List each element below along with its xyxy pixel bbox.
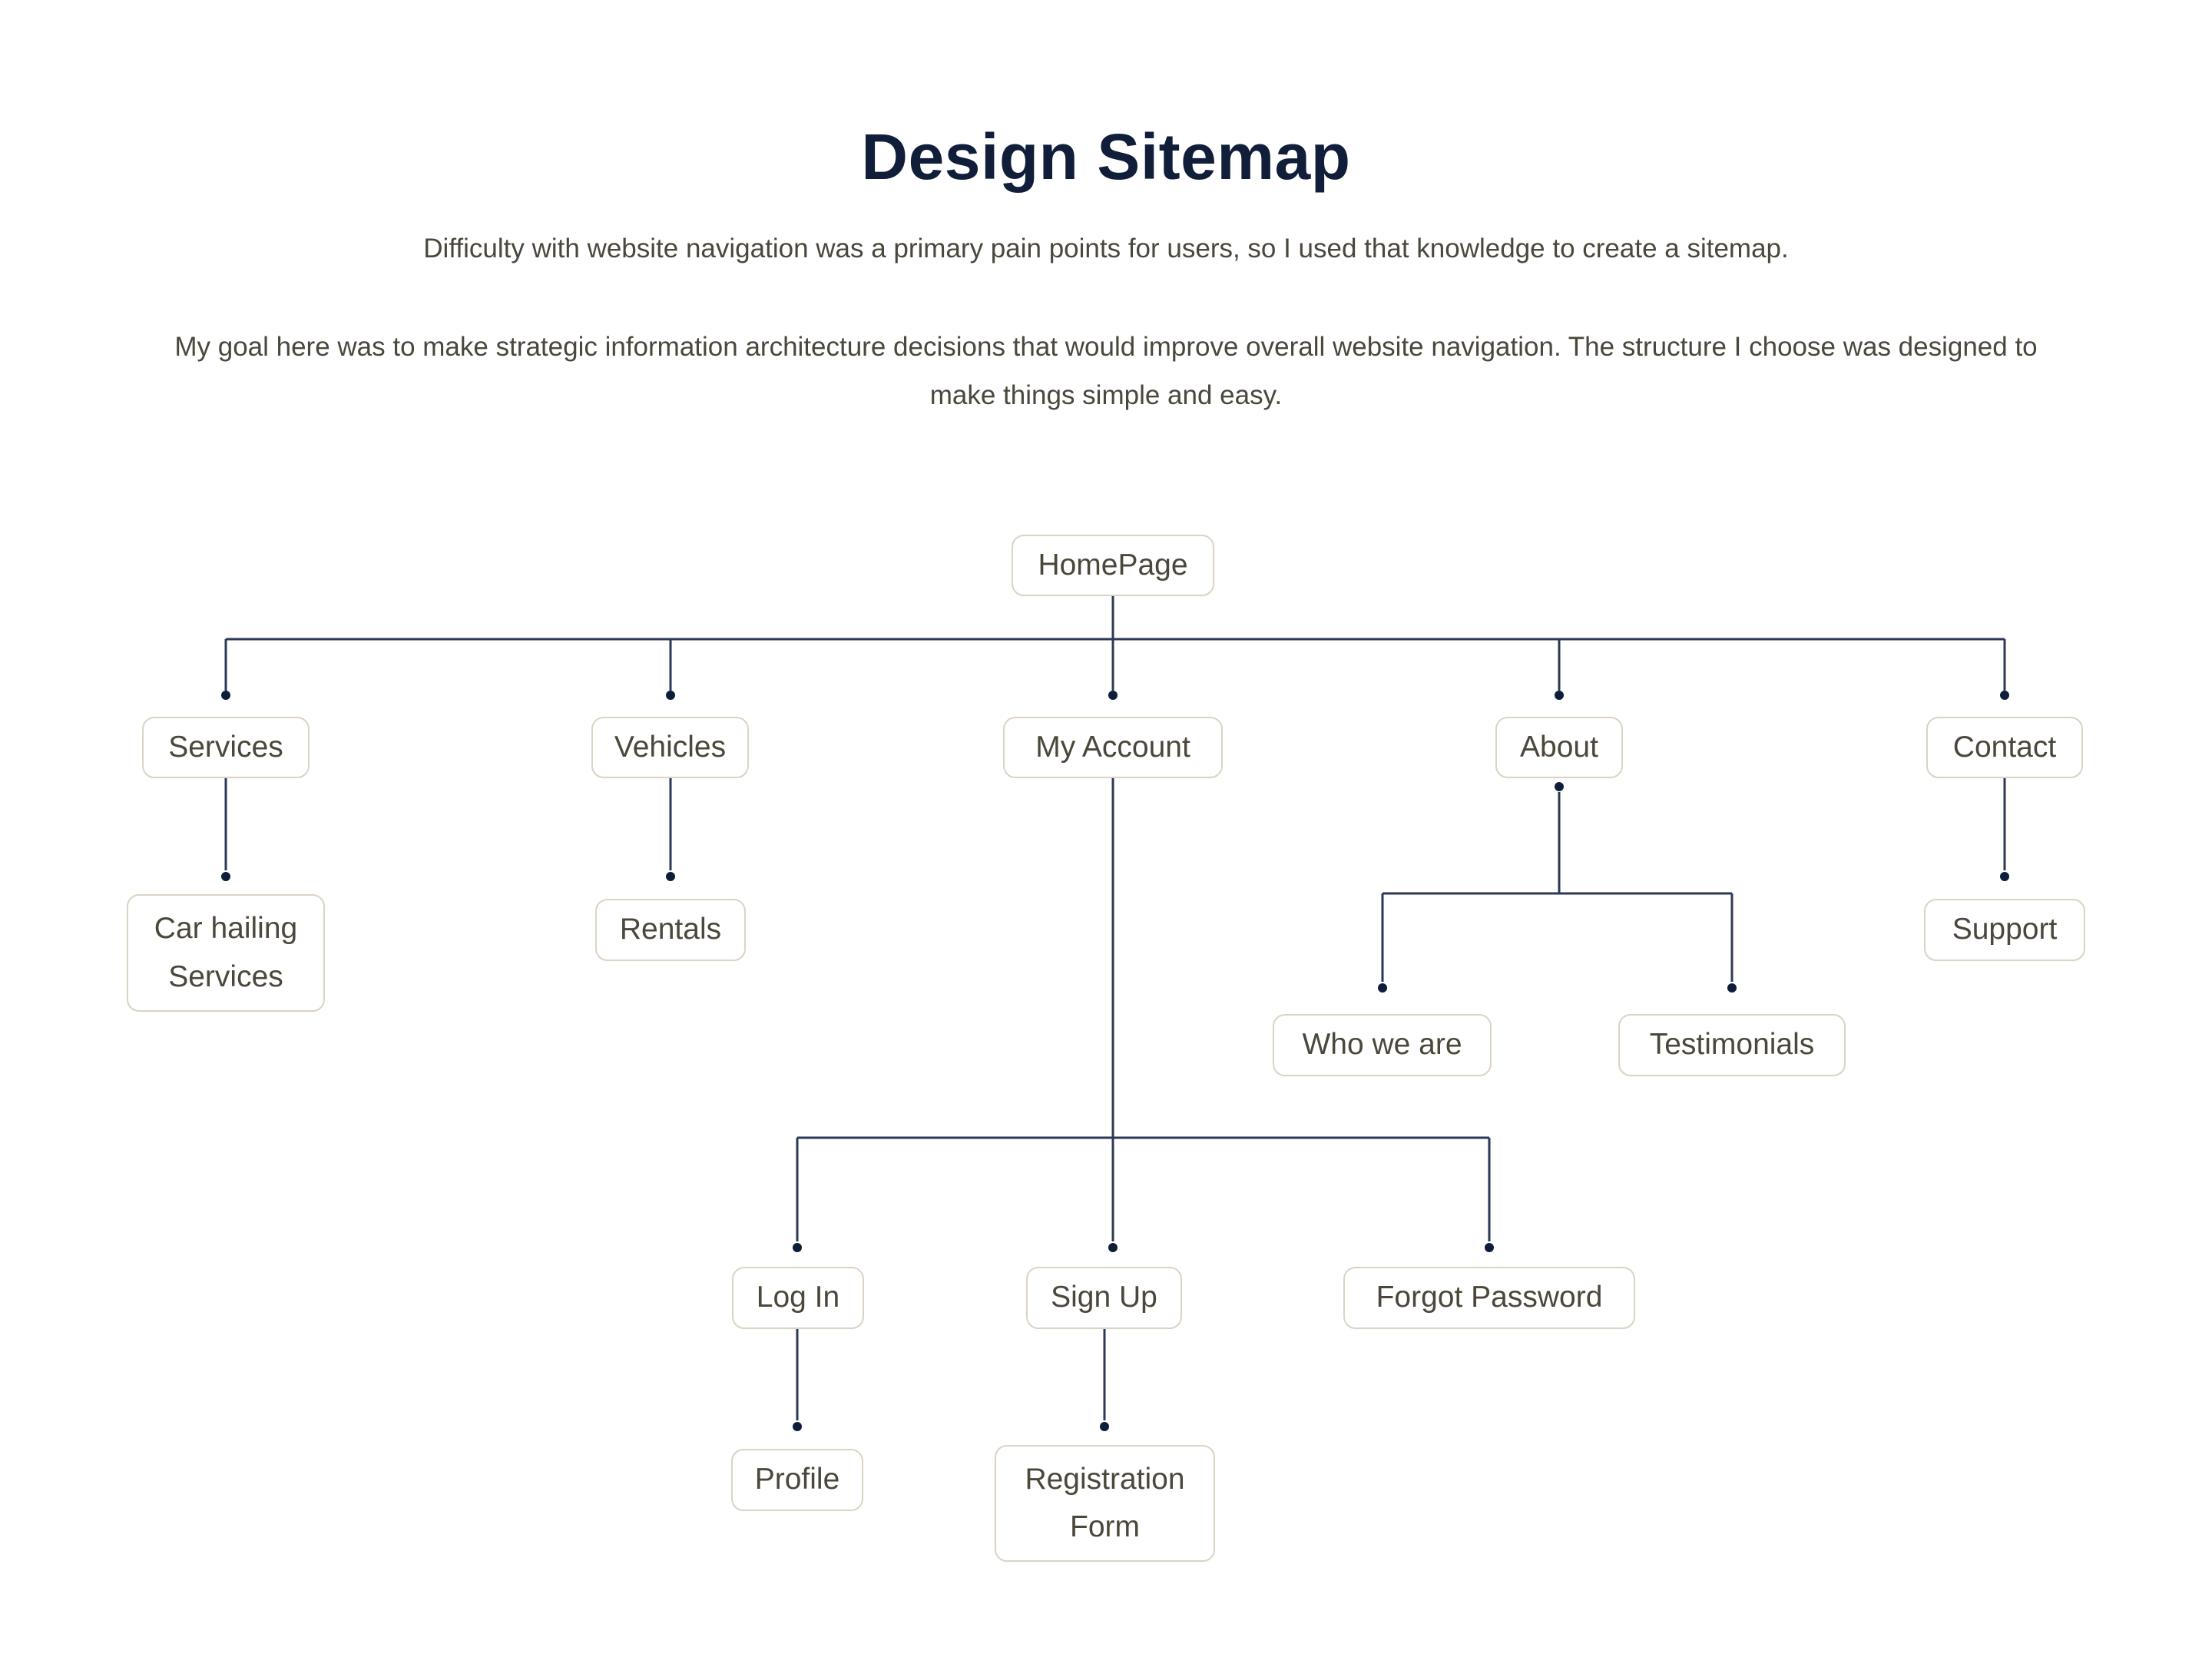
node-label: Registration Form — [1025, 1462, 1185, 1543]
node-registrationform: Registration Form — [995, 1445, 1215, 1562]
node-label: About — [1520, 730, 1598, 764]
node-label: Services — [168, 730, 283, 764]
node-login: Log In — [732, 1267, 864, 1329]
node-myaccount: My Account — [1003, 717, 1223, 778]
node-vehicles: Vehicles — [591, 717, 749, 778]
node-label: Testimonials — [1649, 1028, 1815, 1062]
node-signup: Sign Up — [1026, 1267, 1182, 1329]
connector-dot — [221, 691, 230, 700]
connector-dot — [1108, 1243, 1118, 1252]
node-label: Forgot Password — [1376, 1281, 1603, 1314]
node-contact: Contact — [1926, 717, 2083, 778]
node-forgotpassword: Forgot Password — [1343, 1267, 1635, 1329]
node-rentals: Rentals — [595, 899, 746, 961]
connector-dot — [2000, 872, 2009, 881]
node-label: Sign Up — [1051, 1281, 1157, 1314]
connector-dot — [1100, 1422, 1109, 1431]
node-label: Who we are — [1302, 1028, 1462, 1062]
node-homepage: HomePage — [1012, 535, 1214, 596]
connector-dot — [793, 1422, 802, 1431]
connector-dot — [1108, 691, 1118, 700]
connector-dot — [1555, 691, 1564, 700]
connector-dot — [666, 872, 675, 881]
node-support: Support — [1924, 899, 2085, 961]
node-carhailing: Car hailing Services — [127, 894, 325, 1012]
page-title: Design Sitemap — [861, 121, 1351, 193]
connector-dot — [2000, 691, 2009, 700]
intro-paragraph-2: My goal here was to make strategic infor… — [174, 332, 2038, 410]
node-label: Car hailing Services — [154, 912, 298, 993]
connector-dot — [221, 872, 230, 881]
connector-dot — [1378, 983, 1387, 993]
connector-dot — [1727, 983, 1737, 993]
node-label: HomePage — [1038, 548, 1188, 582]
connector-dot — [1485, 1243, 1494, 1252]
node-label: Vehicles — [614, 730, 727, 764]
node-label: Support — [1952, 913, 2058, 946]
node-label: Contact — [1952, 730, 2057, 764]
node-testimonials: Testimonials — [1618, 1014, 1846, 1076]
connector-dot — [666, 691, 675, 700]
node-whoweare: Who we are — [1273, 1014, 1492, 1076]
node-label: Log In — [756, 1281, 840, 1314]
connector-dot — [1555, 782, 1564, 791]
connector-dot — [793, 1243, 802, 1252]
node-label: My Account — [1035, 730, 1190, 764]
node-profile: Profile — [731, 1449, 863, 1511]
node-label: Rentals — [619, 913, 722, 946]
node-about: About — [1495, 717, 1623, 778]
node-services: Services — [142, 717, 310, 778]
node-label: Profile — [754, 1463, 840, 1496]
intro-paragraph-1: Difficulty with website navigation was a… — [423, 234, 1789, 263]
